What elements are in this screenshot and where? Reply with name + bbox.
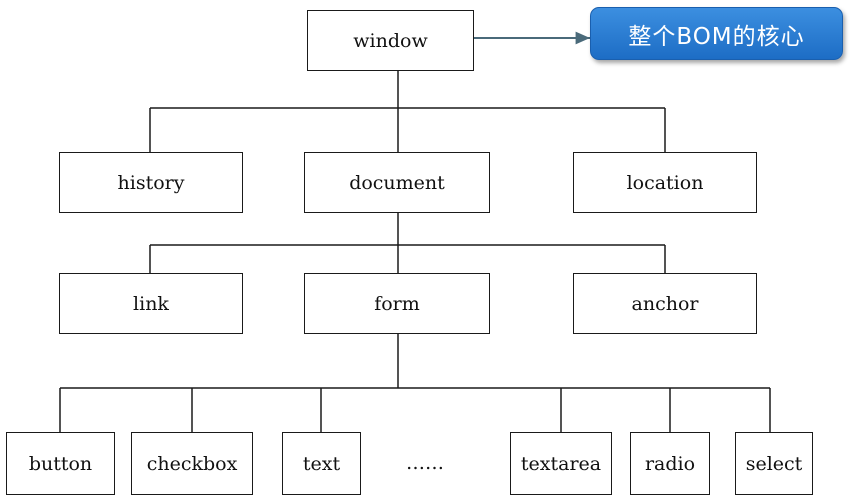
node-history: history: [59, 152, 243, 213]
callout-bom-core: 整个BOM的核心: [590, 7, 843, 60]
node-link: link: [59, 273, 243, 334]
node-form: form: [304, 273, 490, 334]
node-radio: radio: [630, 432, 710, 495]
node-document: document: [304, 152, 490, 213]
node-select: select: [735, 432, 813, 495]
node-textarea: textarea: [510, 432, 612, 495]
node-text: text: [282, 432, 361, 495]
node-location: location: [573, 152, 757, 213]
node-ellipsis: ……: [406, 451, 444, 474]
node-button: button: [6, 432, 115, 495]
node-anchor: anchor: [573, 273, 757, 334]
node-window: window: [307, 10, 474, 71]
node-checkbox: checkbox: [131, 432, 253, 495]
